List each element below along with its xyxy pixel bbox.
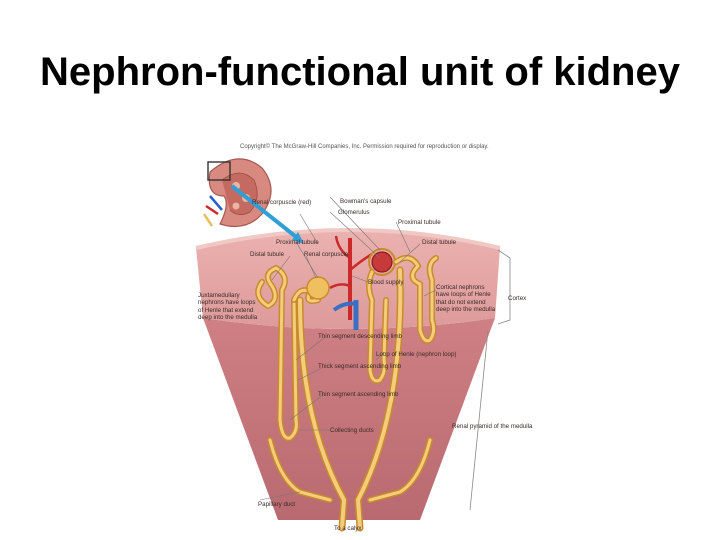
label-renal-pyramid: Renal pyramid of the medulla [452,423,533,430]
slide-title: Nephron-functional unit of kidney [40,50,680,94]
medulla-bracket [469,329,489,511]
blood-supply-vessels [329,235,373,330]
renal-corpuscle-center [306,276,330,300]
label-distal-tubule-right: Distal tubule [422,239,457,246]
label-renal-corpuscle-red: Renal corpuscle (red) [252,199,311,206]
label-proximal-tubule: Proximal tubule [276,239,319,246]
central-loops [366,269,389,384]
label-glomerulus: Glomerulus [338,209,370,216]
label-to-calyx: To a calyx [334,525,362,532]
glomerulus [371,251,393,273]
label-cortical-nephrons: Cortical nephrons have loops of Henle th… [436,284,496,314]
copyright-notice: Copyright© The McGraw-Hill Companies, In… [240,144,489,150]
zoom-arrow [230,184,302,242]
label-cortex: Cortex [508,295,527,302]
label-loop-of-henle: Loop of Henle (nephron loop) [376,351,457,358]
label-thin-ascending: Thin segment ascending limb [318,391,399,398]
medulla-region [203,318,495,520]
label-juxtamedullary: Juxtamedullary nephrons have loops of He… [198,292,258,322]
label-collecting-ducts: Collecting ducts [330,427,374,434]
label-papillary-duct: Papillary duct [258,501,295,508]
renal-capsule [195,228,501,250]
label-distal-tubule-left: Distal tubule [250,251,285,258]
label-renal-corpuscle: Renal corpuscle [304,251,349,258]
cortex-bracket [497,249,511,325]
label-proximal-tubule-top: Proximal tubule [398,219,441,226]
label-bowmans-capsule: Bowman's capsule [340,198,392,205]
cortical-nephron [393,254,439,344]
label-thin-descending: Thin segment descending limb [318,333,402,340]
label-thick-ascending: Thick segment ascending limb [318,363,402,370]
label-blood-supply: Blood supply [368,279,404,286]
